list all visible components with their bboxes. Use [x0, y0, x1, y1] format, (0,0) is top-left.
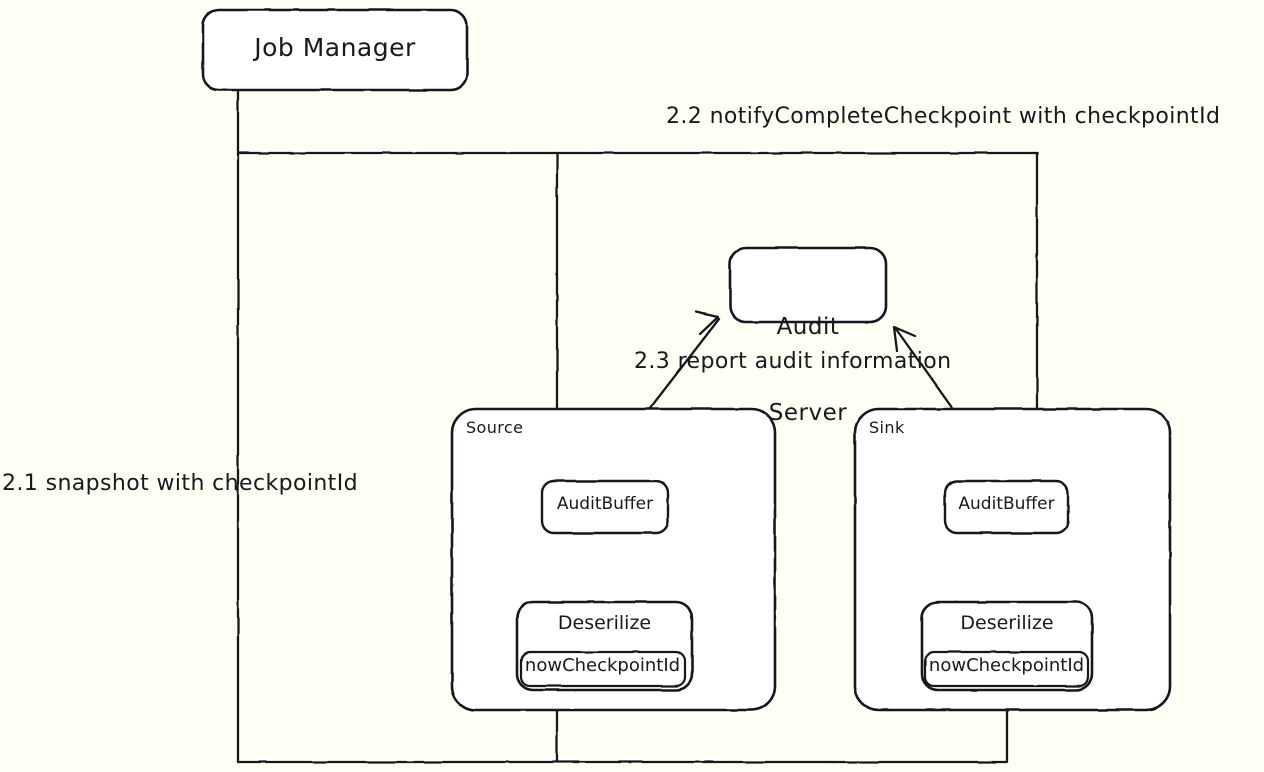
node-source-audit-buffer — [540, 479, 670, 535]
node-job-manager — [201, 8, 469, 92]
node-source-now-checkpoint-id — [519, 650, 687, 688]
node-audit-server — [728, 246, 888, 324]
node-sink-audit-buffer — [943, 479, 1070, 535]
node-sink-now-checkpoint-id — [923, 650, 1090, 688]
